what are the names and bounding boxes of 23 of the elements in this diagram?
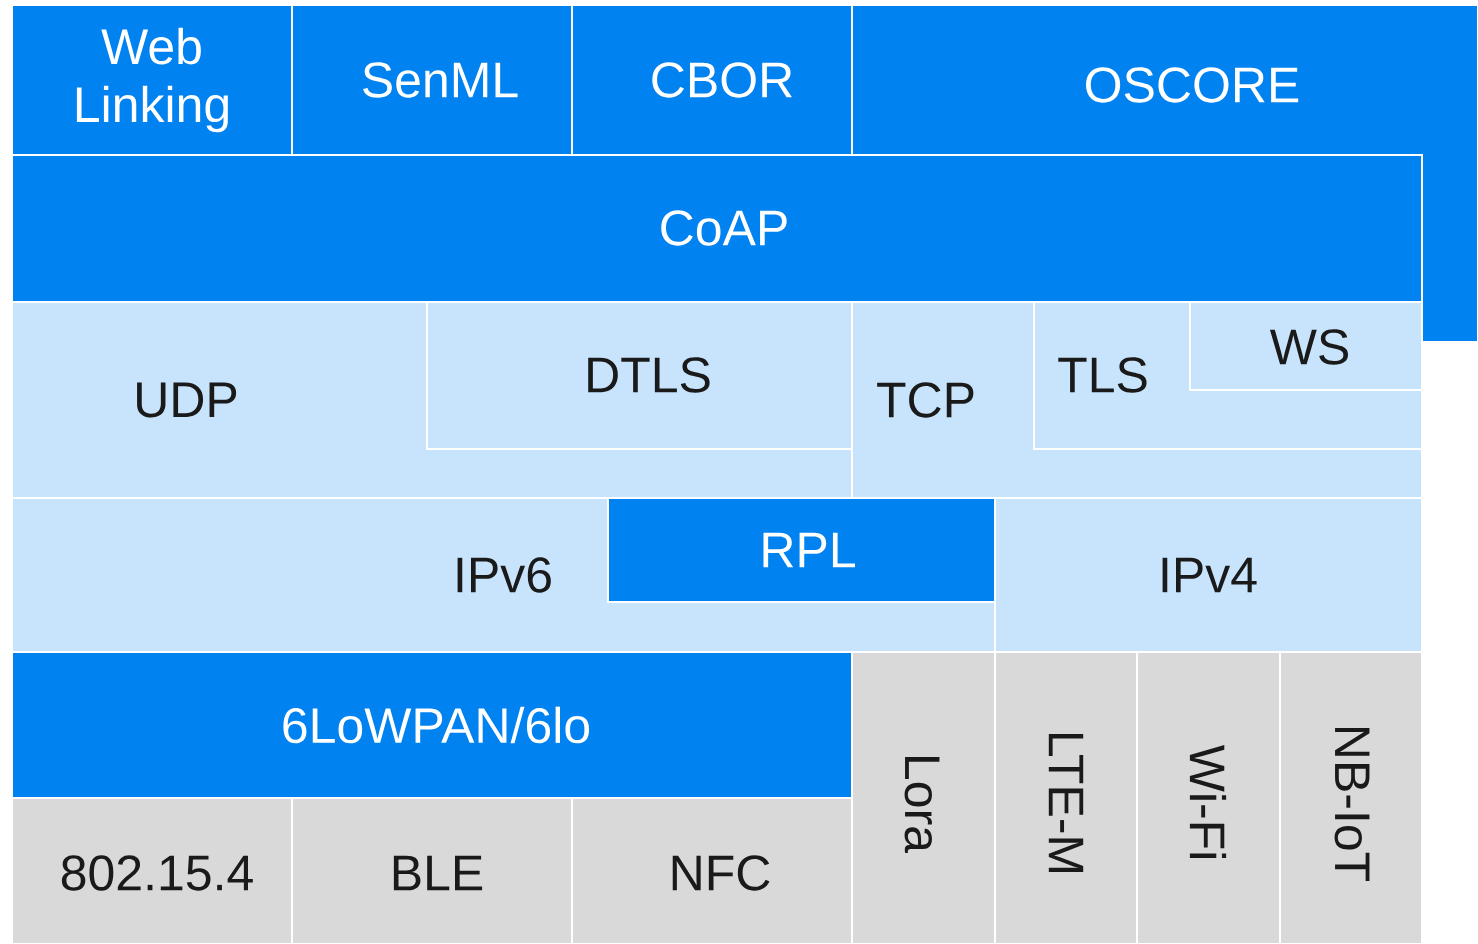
node-label: OSCORE [1086, 67, 1299, 103]
node-label: 802.15.4 [61, 855, 253, 891]
node-label: NB-IoT [1334, 727, 1370, 882]
layer-box: Wi-Fi [1136, 651, 1281, 944]
node-label: Wi-Fi [1189, 744, 1227, 858]
layer-box: IPv4 [994, 497, 1423, 653]
layer-box: 802.15.4 [11, 797, 293, 944]
layer-box: NB-IoT [1279, 651, 1423, 944]
layer-box: NFC [571, 797, 853, 944]
layer-box: Web Linking [11, 4, 293, 156]
layer-box: DTLS [426, 301, 853, 450]
layer-box: SenML [291, 4, 573, 156]
node-label: BLE [393, 855, 483, 891]
node-label: Lora [904, 757, 940, 854]
layer-box: WS [1189, 301, 1423, 391]
layer-box: LTE-M [994, 651, 1138, 944]
layer-box: RPL [607, 497, 996, 603]
layer-box: 6LoWPAN/6lo [11, 651, 853, 799]
layer-box: BLE [291, 797, 573, 944]
node-label: NFC [672, 855, 770, 891]
node-label: LTE-M [1048, 733, 1084, 873]
layer-box: Lora [851, 651, 996, 944]
layer-box: CBOR [571, 4, 853, 156]
